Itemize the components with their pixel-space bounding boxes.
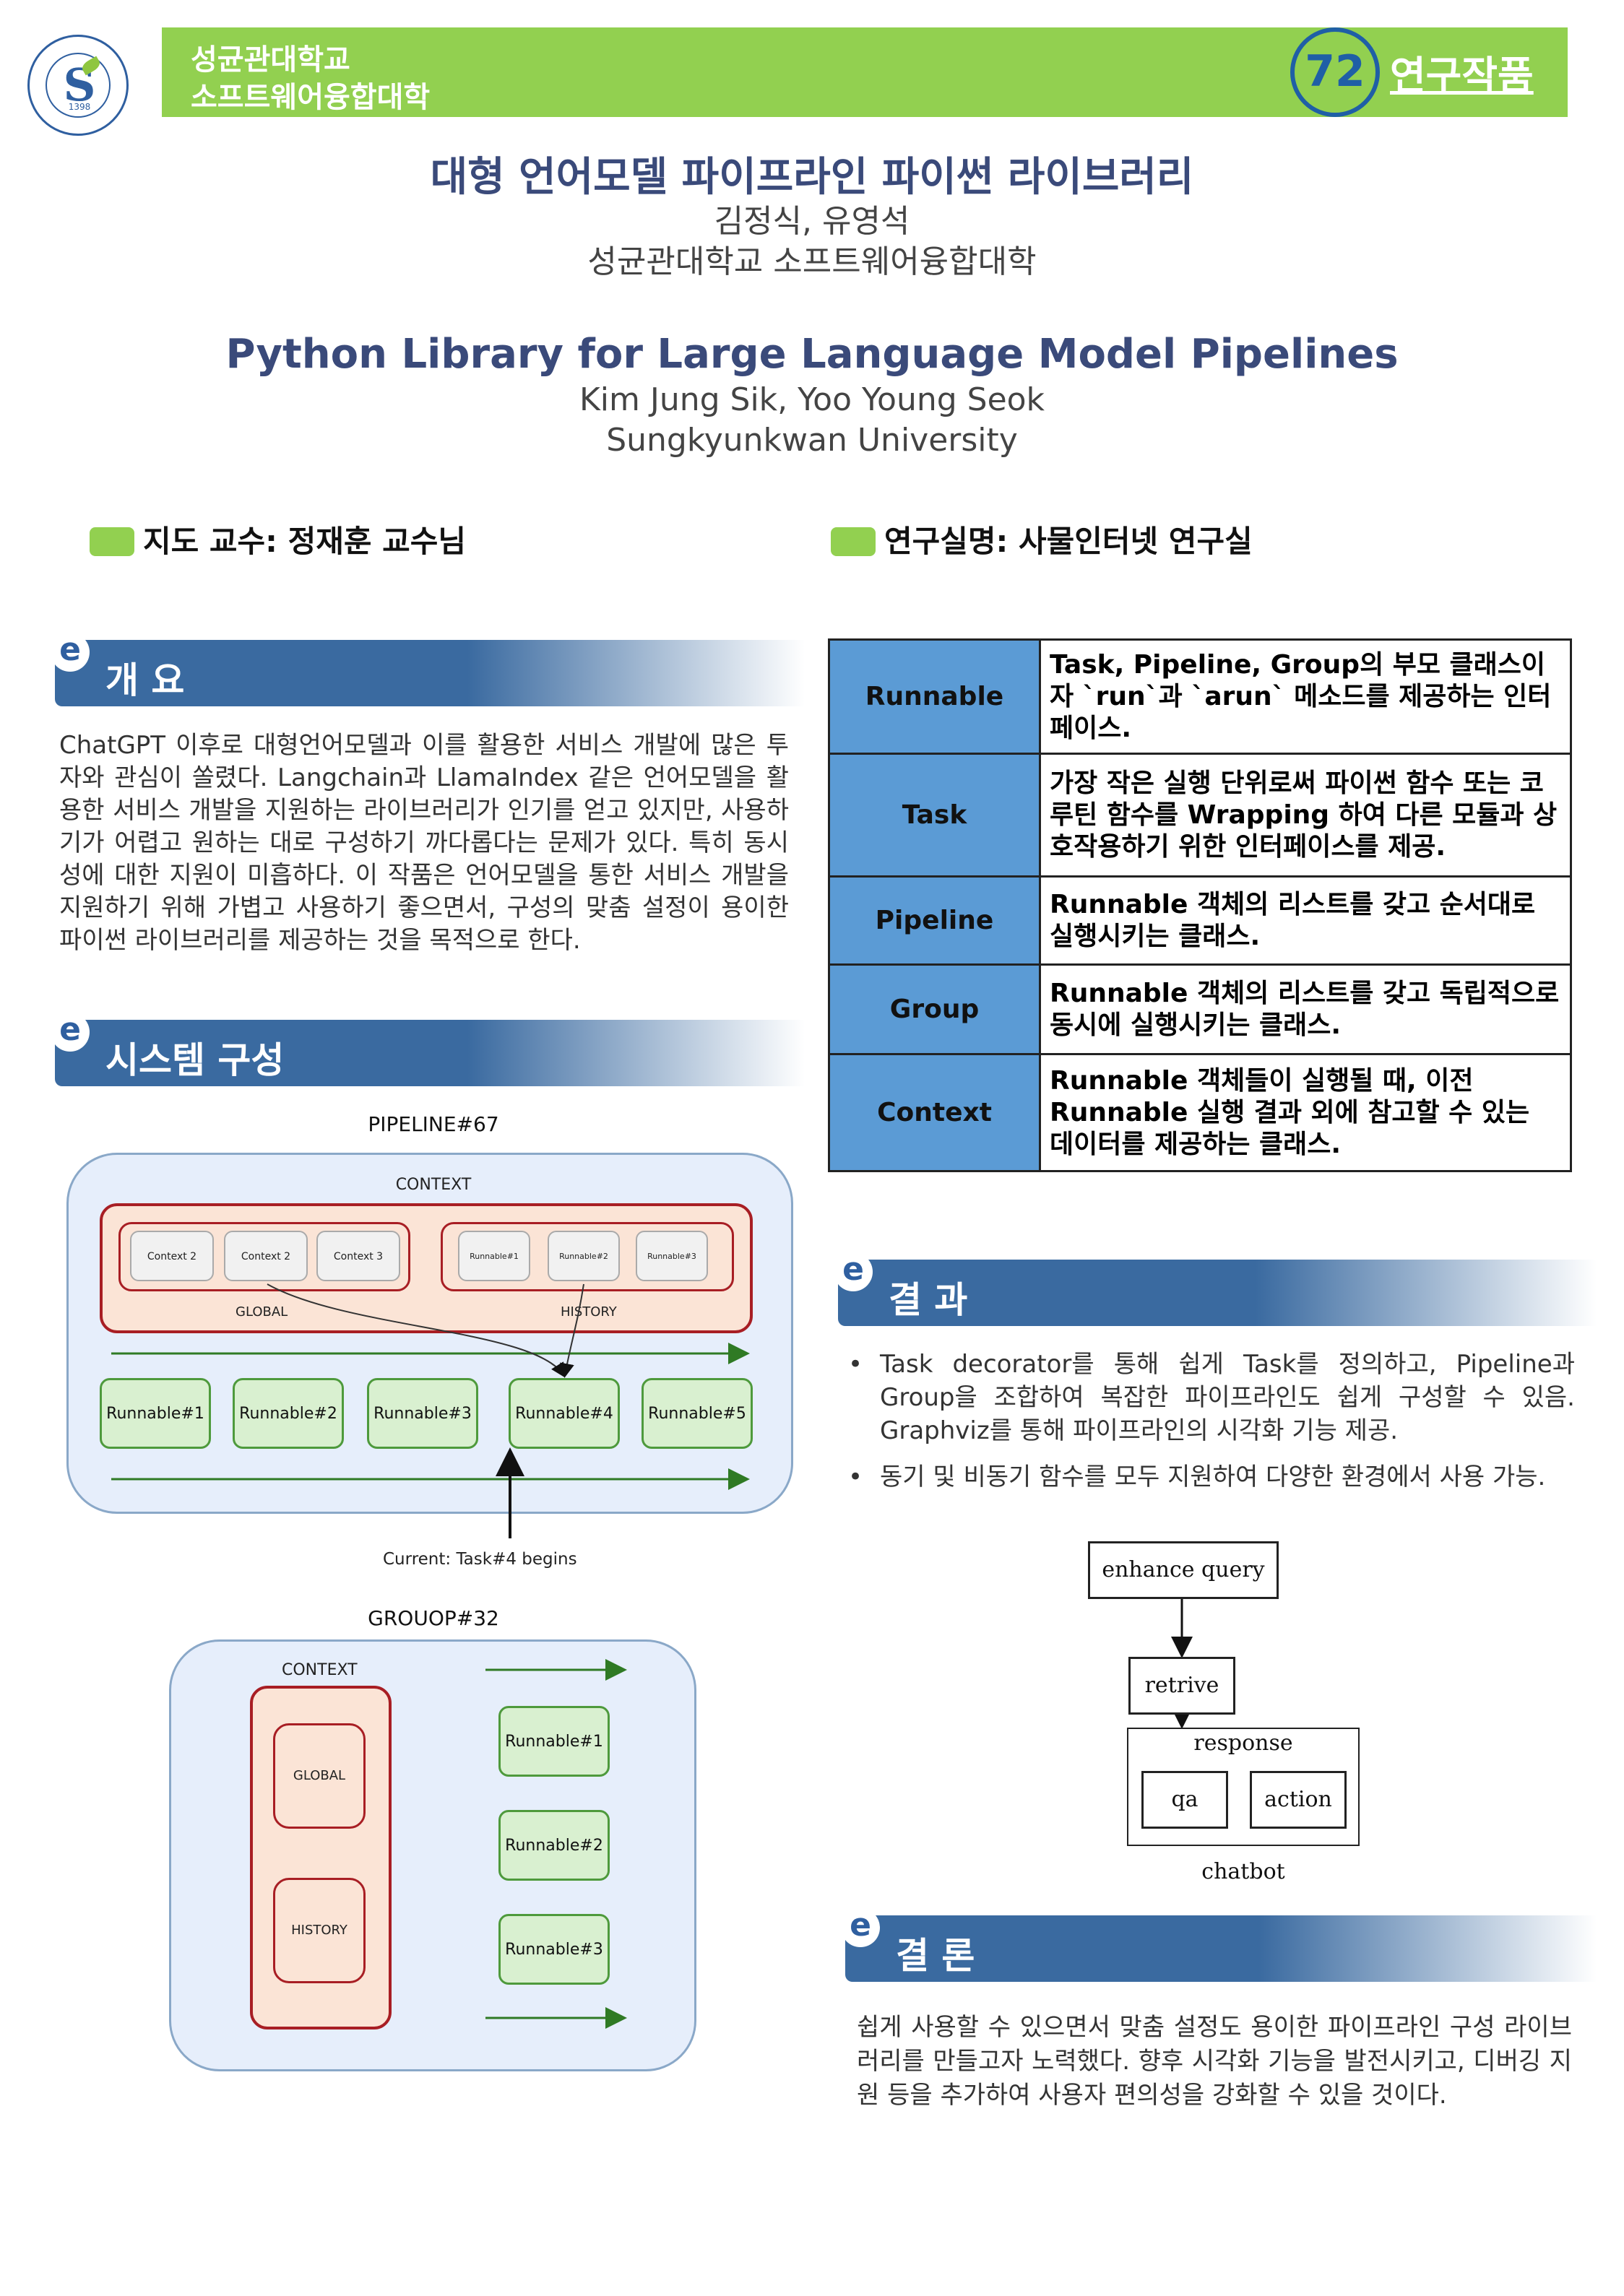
history-to-runnable-arrow: [560, 1283, 584, 1378]
authors-korean: 김정식, 유영석: [714, 203, 910, 240]
section-e-icon: e: [51, 1013, 90, 1052]
history-label: HISTORY: [561, 1304, 617, 1320]
graphviz-node-action: action: [1250, 1771, 1347, 1829]
group-context-label: CONTEXT: [282, 1661, 358, 1679]
table-row: Runnable Task, Pipeline, Group의 부모 클래스이자…: [828, 638, 1572, 755]
affiliation-korean: 성균관대학교 소프트웨어융합대학: [587, 243, 1037, 280]
history-item: Runnable#1: [458, 1231, 530, 1281]
section-e-icon: e: [51, 633, 90, 672]
history-item: Runnable#2: [548, 1231, 620, 1281]
group-history-box: HISTORY: [273, 1878, 366, 1983]
graphviz-cluster-label: response: [1193, 1730, 1293, 1756]
global-item: Context 2: [224, 1231, 308, 1281]
entry-number-badge: 72: [1290, 27, 1380, 117]
logo-year: 1398: [68, 102, 91, 112]
pipeline-diagram-title: PIPELINE#67: [368, 1112, 499, 1136]
pipeline-runnable-5: Runnable#5: [642, 1378, 753, 1449]
group-runnable-2: Runnable#2: [498, 1810, 610, 1881]
graphviz-node-enhance-query: enhance query: [1088, 1541, 1279, 1599]
header-bar: 성균관대학교 소프트웨어융합대학 72 연구작품: [162, 27, 1568, 117]
section-header-conclusion: e 결 론: [841, 1908, 1597, 1982]
overview-text: ChatGPT 이후로 대형언어모델과 이를 활용한 서비스 개발에 많은 투자…: [59, 731, 789, 955]
results-list: Task decorator를 통해 쉽게 Task를 정의하고, Pipeli…: [844, 1348, 1575, 1507]
history-group-box: [441, 1222, 734, 1291]
table-row: Group Runnable 객체의 리스트를 갖고 독립적으로 동시에 실행시…: [828, 963, 1572, 1055]
history-item: Runnable#3: [636, 1231, 708, 1281]
pipeline-runnable-1: Runnable#1: [100, 1378, 211, 1449]
table-row: Task 가장 작은 실행 단위로써 파이썬 함수 또는 코루틴 함수를 Wra…: [828, 753, 1572, 878]
authors-english: Kim Jung Sik, Yoo Young Seok: [579, 381, 1045, 418]
section-header-overview: e 개 요: [51, 633, 805, 706]
org-line-1: 성균관대학교: [191, 43, 350, 77]
list-item: 동기 및 비동기 함수를 모두 지원하여 다양한 환경에서 사용 가능.: [844, 1460, 1575, 1494]
group-runnable-3: Runnable#3: [498, 1914, 610, 1985]
graphviz-cluster-response: [1127, 1728, 1360, 1846]
university-logo: S 1398: [27, 35, 129, 136]
logo-emblem-icon: S 1398: [46, 53, 111, 118]
green-square-icon: [831, 527, 876, 556]
pipeline-context-label: CONTEXT: [395, 1176, 472, 1194]
global-to-runnable-arrow: [267, 1283, 566, 1378]
conclusion-text: 쉽게 사용할 수 있으면서 맞춤 설정도 용이한 파이프라인 구성 라이브러리를…: [857, 2013, 1572, 2110]
global-item: Context 3: [316, 1231, 400, 1281]
group-diagram-title: GROUOP#32: [368, 1606, 499, 1630]
table-row: Pipeline Runnable 객체의 리스트를 갖고 순서대로 실행시키는…: [828, 875, 1572, 966]
global-label: GLOBAL: [236, 1304, 288, 1320]
graphviz-node-retrive: retrive: [1128, 1657, 1235, 1715]
section-header-results: e 결 과: [834, 1252, 1597, 1326]
section-header-system: e 시스템 구성: [51, 1013, 805, 1086]
global-item: Context 2: [130, 1231, 214, 1281]
advisor-info: 지도 교수: 정재훈 교수님: [90, 517, 466, 561]
category-label: 연구작품: [1390, 53, 1534, 98]
title-korean: 대형 언어모델 파이프라인 파이썬 라이브러리: [430, 154, 1194, 201]
group-runnable-1: Runnable#1: [498, 1706, 610, 1777]
global-group-box: [118, 1222, 410, 1291]
group-global-box: GLOBAL: [273, 1723, 366, 1829]
lab-info: 연구실명: 사물인터넷 연구실: [831, 517, 1253, 561]
graphviz-graph-label: chatbot: [1201, 1859, 1285, 1884]
current-task-label: Current: Task#4 begins: [383, 1550, 577, 1569]
pipeline-runnable-4: Runnable#4: [509, 1378, 620, 1449]
list-item: Task decorator를 통해 쉽게 Task를 정의하고, Pipeli…: [844, 1348, 1575, 1447]
section-e-icon: e: [834, 1252, 873, 1291]
graphviz-node-qa: qa: [1141, 1771, 1228, 1829]
section-e-icon: e: [841, 1908, 880, 1947]
title-english: Python Library for Large Language Model …: [225, 331, 1399, 378]
pipeline-runnable-2: Runnable#2: [233, 1378, 344, 1449]
org-line-2: 소프트웨어융합대학: [191, 81, 431, 114]
green-square-icon: [90, 527, 134, 556]
affiliation-english: Sungkyunkwan University: [606, 422, 1018, 459]
class-table: Runnable Task, Pipeline, Group의 부모 클래스이자…: [828, 638, 1572, 1172]
pipeline-runnable-3: Runnable#3: [367, 1378, 478, 1449]
table-row: Context Runnable 객체들이 실행될 때, 이전 Runnable…: [828, 1053, 1572, 1172]
